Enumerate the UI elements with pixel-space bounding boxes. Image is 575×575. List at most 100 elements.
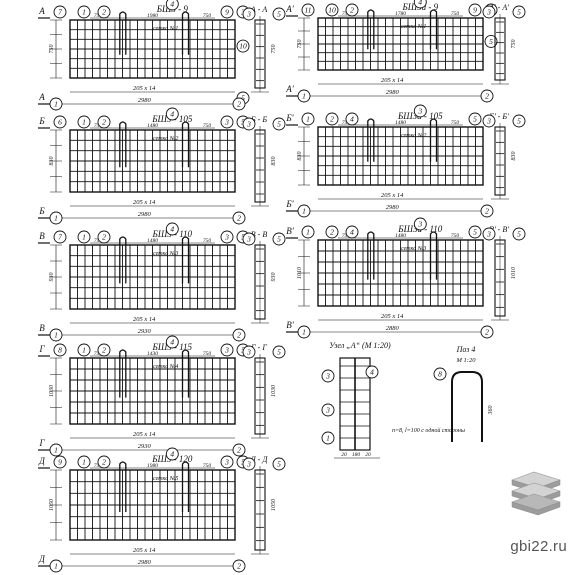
callout-3: 3 — [413, 104, 427, 118]
callout-circle — [232, 211, 246, 225]
callout-number: 2 — [485, 92, 489, 101]
callout-circle — [77, 455, 91, 469]
section-title: А' - А' — [488, 3, 509, 12]
callout-3: 3 — [220, 455, 234, 469]
lifting-loop — [181, 121, 190, 168]
callout-number: 6 — [58, 118, 62, 127]
callout-number: 8 — [58, 346, 62, 355]
node-dim: 20 — [365, 452, 371, 458]
callout-4: 4 — [165, 335, 179, 349]
site-logo — [511, 471, 561, 516]
section-mark: В — [39, 323, 45, 333]
callout-2: 2 — [325, 112, 339, 126]
callout-number: 3 — [246, 348, 251, 357]
section-height: 930 — [271, 273, 277, 282]
callout-number: 1 — [82, 346, 86, 355]
callout-number: 1 — [302, 92, 306, 101]
callout-number: 9 — [225, 8, 229, 17]
callout-circle — [325, 3, 339, 17]
callout-number: 1 — [302, 207, 306, 216]
callout-4: 4 — [165, 222, 179, 236]
dim-top: 1980 — [147, 463, 158, 469]
dim-total: 2980 — [386, 89, 400, 96]
callout-number: 5 — [277, 235, 281, 244]
mesh-label: сетка №1 — [153, 26, 178, 32]
mesh-label: сетка №1 — [401, 24, 426, 30]
dim-total: 2880 — [386, 325, 400, 332]
callout-number: 8 — [438, 370, 442, 379]
section-mark: Г — [38, 438, 45, 448]
dim-total: 2930 — [138, 328, 152, 335]
callout-number: 4 — [170, 110, 174, 119]
callout-number: 7 — [58, 8, 62, 17]
dim-side-right: 750 — [203, 351, 212, 357]
callout-2: 2 — [97, 230, 111, 244]
callout-4: 4 — [413, 0, 427, 9]
section-callout-3: 3 — [242, 7, 256, 21]
callout-number: 2 — [237, 331, 241, 340]
callout-circle — [242, 345, 256, 359]
callout-circle — [413, 217, 427, 231]
callout-5: 5 — [468, 225, 482, 239]
callout-circle — [77, 115, 91, 129]
section-callout-3: 3 — [242, 232, 256, 246]
callout-circle — [325, 225, 339, 239]
callout-1-bottom: 1 — [49, 328, 63, 342]
dim-inner: 205 х 14 — [381, 313, 404, 320]
section-callout-3: 3 — [482, 227, 496, 241]
callout-circle — [482, 227, 496, 241]
callout-circle — [97, 5, 111, 19]
callout-3: 3 — [220, 343, 234, 357]
node-dim: 20 — [341, 452, 347, 458]
section-mark: А — [38, 6, 45, 16]
dim-top: 1430 — [147, 350, 158, 357]
section-mark: А' — [285, 4, 294, 14]
dim-side-left: 750 — [342, 233, 351, 239]
pos4-dim: 360 — [488, 406, 494, 416]
dim-side-right: 750 — [451, 233, 460, 239]
callout-4: 4 — [345, 225, 359, 239]
callout-circle — [297, 204, 311, 218]
callout-circle — [220, 5, 234, 19]
callout-circle — [345, 225, 359, 239]
callout-1: 1 — [77, 5, 91, 19]
callout-number: 1 — [302, 328, 306, 337]
dim-inner: 205 х 14 — [133, 316, 156, 323]
callout-number: 2 — [102, 346, 106, 355]
callout-number: 2 — [102, 118, 106, 127]
callout-number: 1 — [326, 434, 330, 443]
callout-2-bottom: 2 — [480, 325, 494, 339]
section-height: 750 — [271, 45, 277, 54]
callout-number: 9 — [473, 6, 477, 15]
callout-circle — [220, 455, 234, 469]
section-height: 830 — [271, 157, 277, 166]
callout-number: 5 — [277, 120, 281, 129]
callout-3: 3 — [220, 115, 234, 129]
dim-inner: 205 х 14 — [133, 431, 156, 438]
callout-circle — [365, 365, 379, 379]
pos4-scale: М 1:20 — [456, 357, 477, 364]
callout-7: 7 — [53, 5, 67, 19]
dim-inner: 205 х 14 — [133, 547, 156, 554]
callout-circle — [512, 5, 526, 19]
callout-circle — [480, 325, 494, 339]
callout-7: 7 — [53, 230, 67, 244]
node-callout: 4 — [365, 365, 379, 379]
callout-number: 3 — [486, 8, 491, 17]
callout-circle — [297, 89, 311, 103]
section-mark: А — [38, 92, 45, 102]
dim-total: 2980 — [138, 559, 152, 566]
callout-2-bottom: 2 — [232, 211, 246, 225]
callout-number: 11 — [305, 6, 312, 15]
callout-1-bottom: 1 — [49, 443, 63, 457]
section-height: 750 — [511, 40, 517, 49]
lifting-loop — [181, 461, 190, 512]
callout-4: 4 — [165, 0, 179, 11]
callout-circle — [433, 367, 447, 381]
node-note: n=8, l=100 с одной стороны — [392, 427, 465, 434]
callout-number: 1 — [54, 331, 58, 340]
callout-circle — [242, 117, 256, 131]
